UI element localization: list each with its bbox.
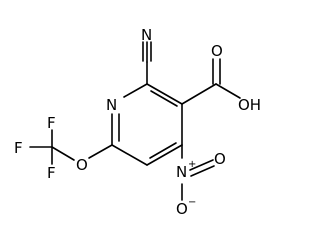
bond-n1-c2	[123, 83, 148, 98]
nitro-group	[181, 144, 215, 201]
atom-f-top: F	[47, 114, 56, 132]
atom-f-bottom: F	[47, 164, 56, 182]
bond-o-cf3	[51, 146, 75, 161]
atom-nitro-n: N	[176, 163, 187, 181]
chemical-structure: N N OH O O F F F N + O O −	[14, 26, 261, 218]
bond-c4-c5-double	[149, 142, 177, 159]
bond-n-o-top-double	[190, 165, 215, 177]
bond-n-o-top	[189, 159, 214, 171]
atom-f-left: F	[14, 139, 23, 157]
atom-nitrile-n: N	[141, 26, 152, 44]
pyridine-ring	[111, 83, 183, 166]
atom-nitro-o-bottom: O	[176, 200, 188, 218]
carboxylic-acid-group	[181, 58, 241, 105]
atom-ring-n: N	[106, 96, 117, 114]
bond-c-oh	[215, 83, 241, 99]
bond-c4-c5	[146, 144, 183, 166]
nitrile-group	[142, 41, 152, 85]
atom-carbonyl-o: O	[211, 42, 223, 60]
bond-c2-c3	[146, 83, 183, 105]
atom-ether-o: O	[76, 156, 88, 174]
bond-c3-cooh	[181, 83, 217, 105]
nitro-o-charge: −	[188, 197, 196, 208]
atom-hydroxyl: OH	[238, 96, 261, 114]
bond-c2-c3-double	[150, 90, 178, 107]
trifluoromethoxy-group	[29, 129, 113, 165]
nitro-n-charge: +	[188, 159, 196, 170]
atom-nitro-o-top: O	[214, 150, 226, 168]
bond-c6-o	[88, 144, 113, 159]
bond-c5-c6	[111, 144, 148, 166]
